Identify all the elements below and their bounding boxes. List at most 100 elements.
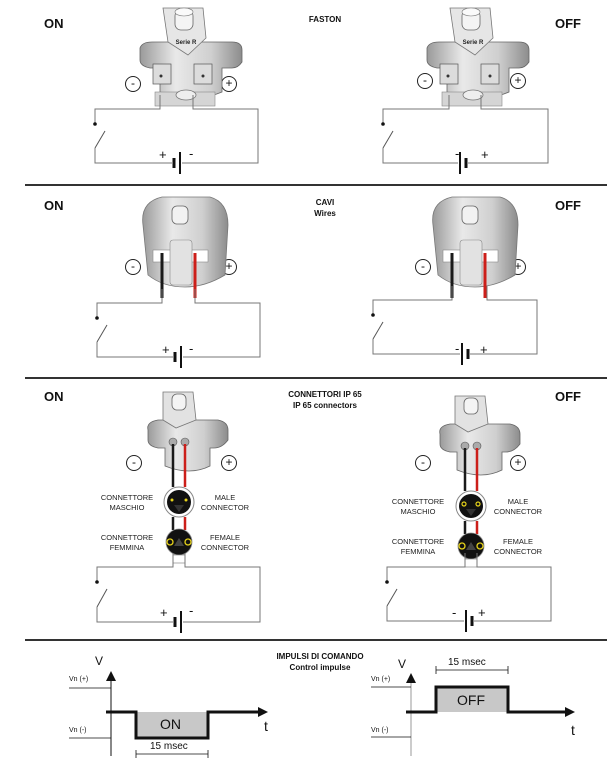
wire bbox=[94, 95, 161, 124]
battery-sign: - bbox=[455, 341, 460, 356]
label-line: CONNECTOR bbox=[200, 503, 250, 512]
title-line: FASTON bbox=[308, 15, 342, 24]
switch-pivot bbox=[93, 122, 97, 126]
wire bbox=[96, 553, 174, 582]
circuits bbox=[93, 95, 552, 633]
circuit bbox=[93, 95, 259, 174]
switch-blade bbox=[96, 324, 108, 343]
circuit bbox=[95, 553, 261, 633]
device-label: Serie R bbox=[462, 40, 484, 46]
v-axis-label: V bbox=[95, 654, 104, 668]
battery-sign: - bbox=[189, 341, 194, 356]
label-line: FEMALE bbox=[209, 533, 240, 542]
male-connector-it-label: CONNETTORE MASCHIO bbox=[92, 493, 162, 513]
t-axis-arrow bbox=[565, 707, 575, 717]
minus-terminal-icon: - bbox=[125, 76, 141, 92]
battery-sign: + bbox=[478, 605, 486, 620]
vn-plus-label: Vn (+) bbox=[371, 676, 391, 683]
female-connector-it-label: CONNETTORE FEMMINA bbox=[383, 537, 453, 557]
on-duration-label: 15 msec bbox=[150, 741, 188, 752]
wire bbox=[372, 286, 453, 315]
minus-terminal-icon: - bbox=[415, 455, 431, 471]
label-line: CONNETTORE bbox=[100, 493, 154, 502]
male-connector-en-label: MALE CONNECTOR bbox=[195, 493, 255, 513]
t-axis-label: t bbox=[571, 722, 575, 738]
title-line: IMPULSI DI COMANDO bbox=[276, 652, 364, 661]
section-divider bbox=[25, 639, 607, 641]
ip65-thermostat-left bbox=[147, 391, 229, 564]
label-line: MALE bbox=[214, 493, 236, 502]
section-title: CAVI Wires bbox=[280, 197, 370, 219]
wire bbox=[468, 95, 549, 164]
t-axis-label: t bbox=[264, 718, 268, 734]
pulse-signal bbox=[406, 685, 565, 714]
wire bbox=[96, 607, 173, 623]
title-line: IP 65 connectors bbox=[293, 401, 357, 410]
minus-terminal-icon: - bbox=[125, 259, 141, 275]
plus-terminal-icon: + bbox=[221, 455, 237, 471]
state-off-label: OFF bbox=[555, 389, 581, 404]
switch-pivot bbox=[385, 580, 389, 584]
wire bbox=[96, 289, 163, 318]
circuit bbox=[381, 95, 549, 174]
label-line: FEMMINA bbox=[400, 547, 436, 556]
switch-blade bbox=[94, 130, 106, 149]
wire bbox=[386, 606, 464, 622]
circuit bbox=[95, 289, 261, 368]
plus-terminal-icon: + bbox=[510, 73, 526, 89]
battery-sign: + bbox=[480, 342, 488, 357]
wire bbox=[183, 289, 261, 358]
wire bbox=[382, 148, 458, 164]
wire bbox=[386, 553, 466, 582]
battery-sign: - bbox=[189, 146, 194, 161]
state-on-label: ON bbox=[44, 389, 64, 404]
circuit bbox=[371, 286, 538, 365]
battery-sign: + bbox=[160, 605, 168, 620]
label-line: CONNETTORE bbox=[391, 497, 445, 506]
wire bbox=[382, 95, 450, 124]
faston-thermostat-left bbox=[139, 7, 243, 107]
wire bbox=[372, 339, 460, 355]
wire bbox=[96, 342, 173, 358]
wire bbox=[474, 553, 552, 622]
pulse-fill bbox=[436, 687, 508, 712]
state-off-label: OFF bbox=[555, 16, 581, 31]
label-line: CONNETTORE bbox=[100, 533, 154, 542]
battery-sign: + bbox=[159, 147, 167, 162]
plus-terminal-icon: + bbox=[510, 455, 526, 471]
battery-sign: + bbox=[481, 147, 489, 162]
battery-sign: - bbox=[455, 146, 460, 161]
female-connector-en-label: FEMALE CONNECTOR bbox=[195, 533, 255, 553]
minus-terminal-icon: - bbox=[417, 73, 433, 89]
device-label: Serie R bbox=[175, 40, 197, 46]
label-line: CONNECTOR bbox=[493, 507, 543, 516]
label-line: MASCHIO bbox=[400, 507, 436, 516]
switch-pivot bbox=[95, 580, 99, 584]
circuit bbox=[385, 553, 552, 632]
vn-minus-label: Vn (-) bbox=[69, 727, 87, 734]
wire bbox=[470, 286, 538, 355]
switch-blade bbox=[96, 588, 108, 608]
label-line: CONNECTOR bbox=[200, 543, 250, 552]
state-on-label: ON bbox=[44, 198, 64, 213]
battery-sign: + bbox=[162, 342, 170, 357]
switch-pivot bbox=[371, 313, 375, 317]
male-connector-it-label: CONNETTORE MASCHIO bbox=[383, 497, 453, 517]
female-connector-it-label: CONNETTORE FEMMINA bbox=[92, 533, 162, 553]
label-line: CONNECTOR bbox=[493, 547, 543, 556]
section-title: CONNETTORI IP 65 IP 65 connectors bbox=[265, 389, 385, 411]
switch-pivot bbox=[381, 122, 385, 126]
section-divider bbox=[25, 184, 607, 186]
ip65-thermostat-right bbox=[439, 395, 521, 568]
v-axis-arrow bbox=[106, 671, 116, 681]
faston-thermostat-right bbox=[426, 7, 530, 107]
title-line: Control impulse bbox=[289, 663, 351, 672]
v-axis-label: V bbox=[398, 657, 407, 671]
title-line: CONNETTORI IP 65 bbox=[288, 390, 362, 399]
title-line: CAVI bbox=[315, 198, 335, 207]
label-line: MALE bbox=[507, 497, 529, 506]
section-divider bbox=[25, 377, 607, 379]
switch-blade bbox=[386, 588, 398, 607]
impulse-chart-on bbox=[69, 671, 268, 758]
